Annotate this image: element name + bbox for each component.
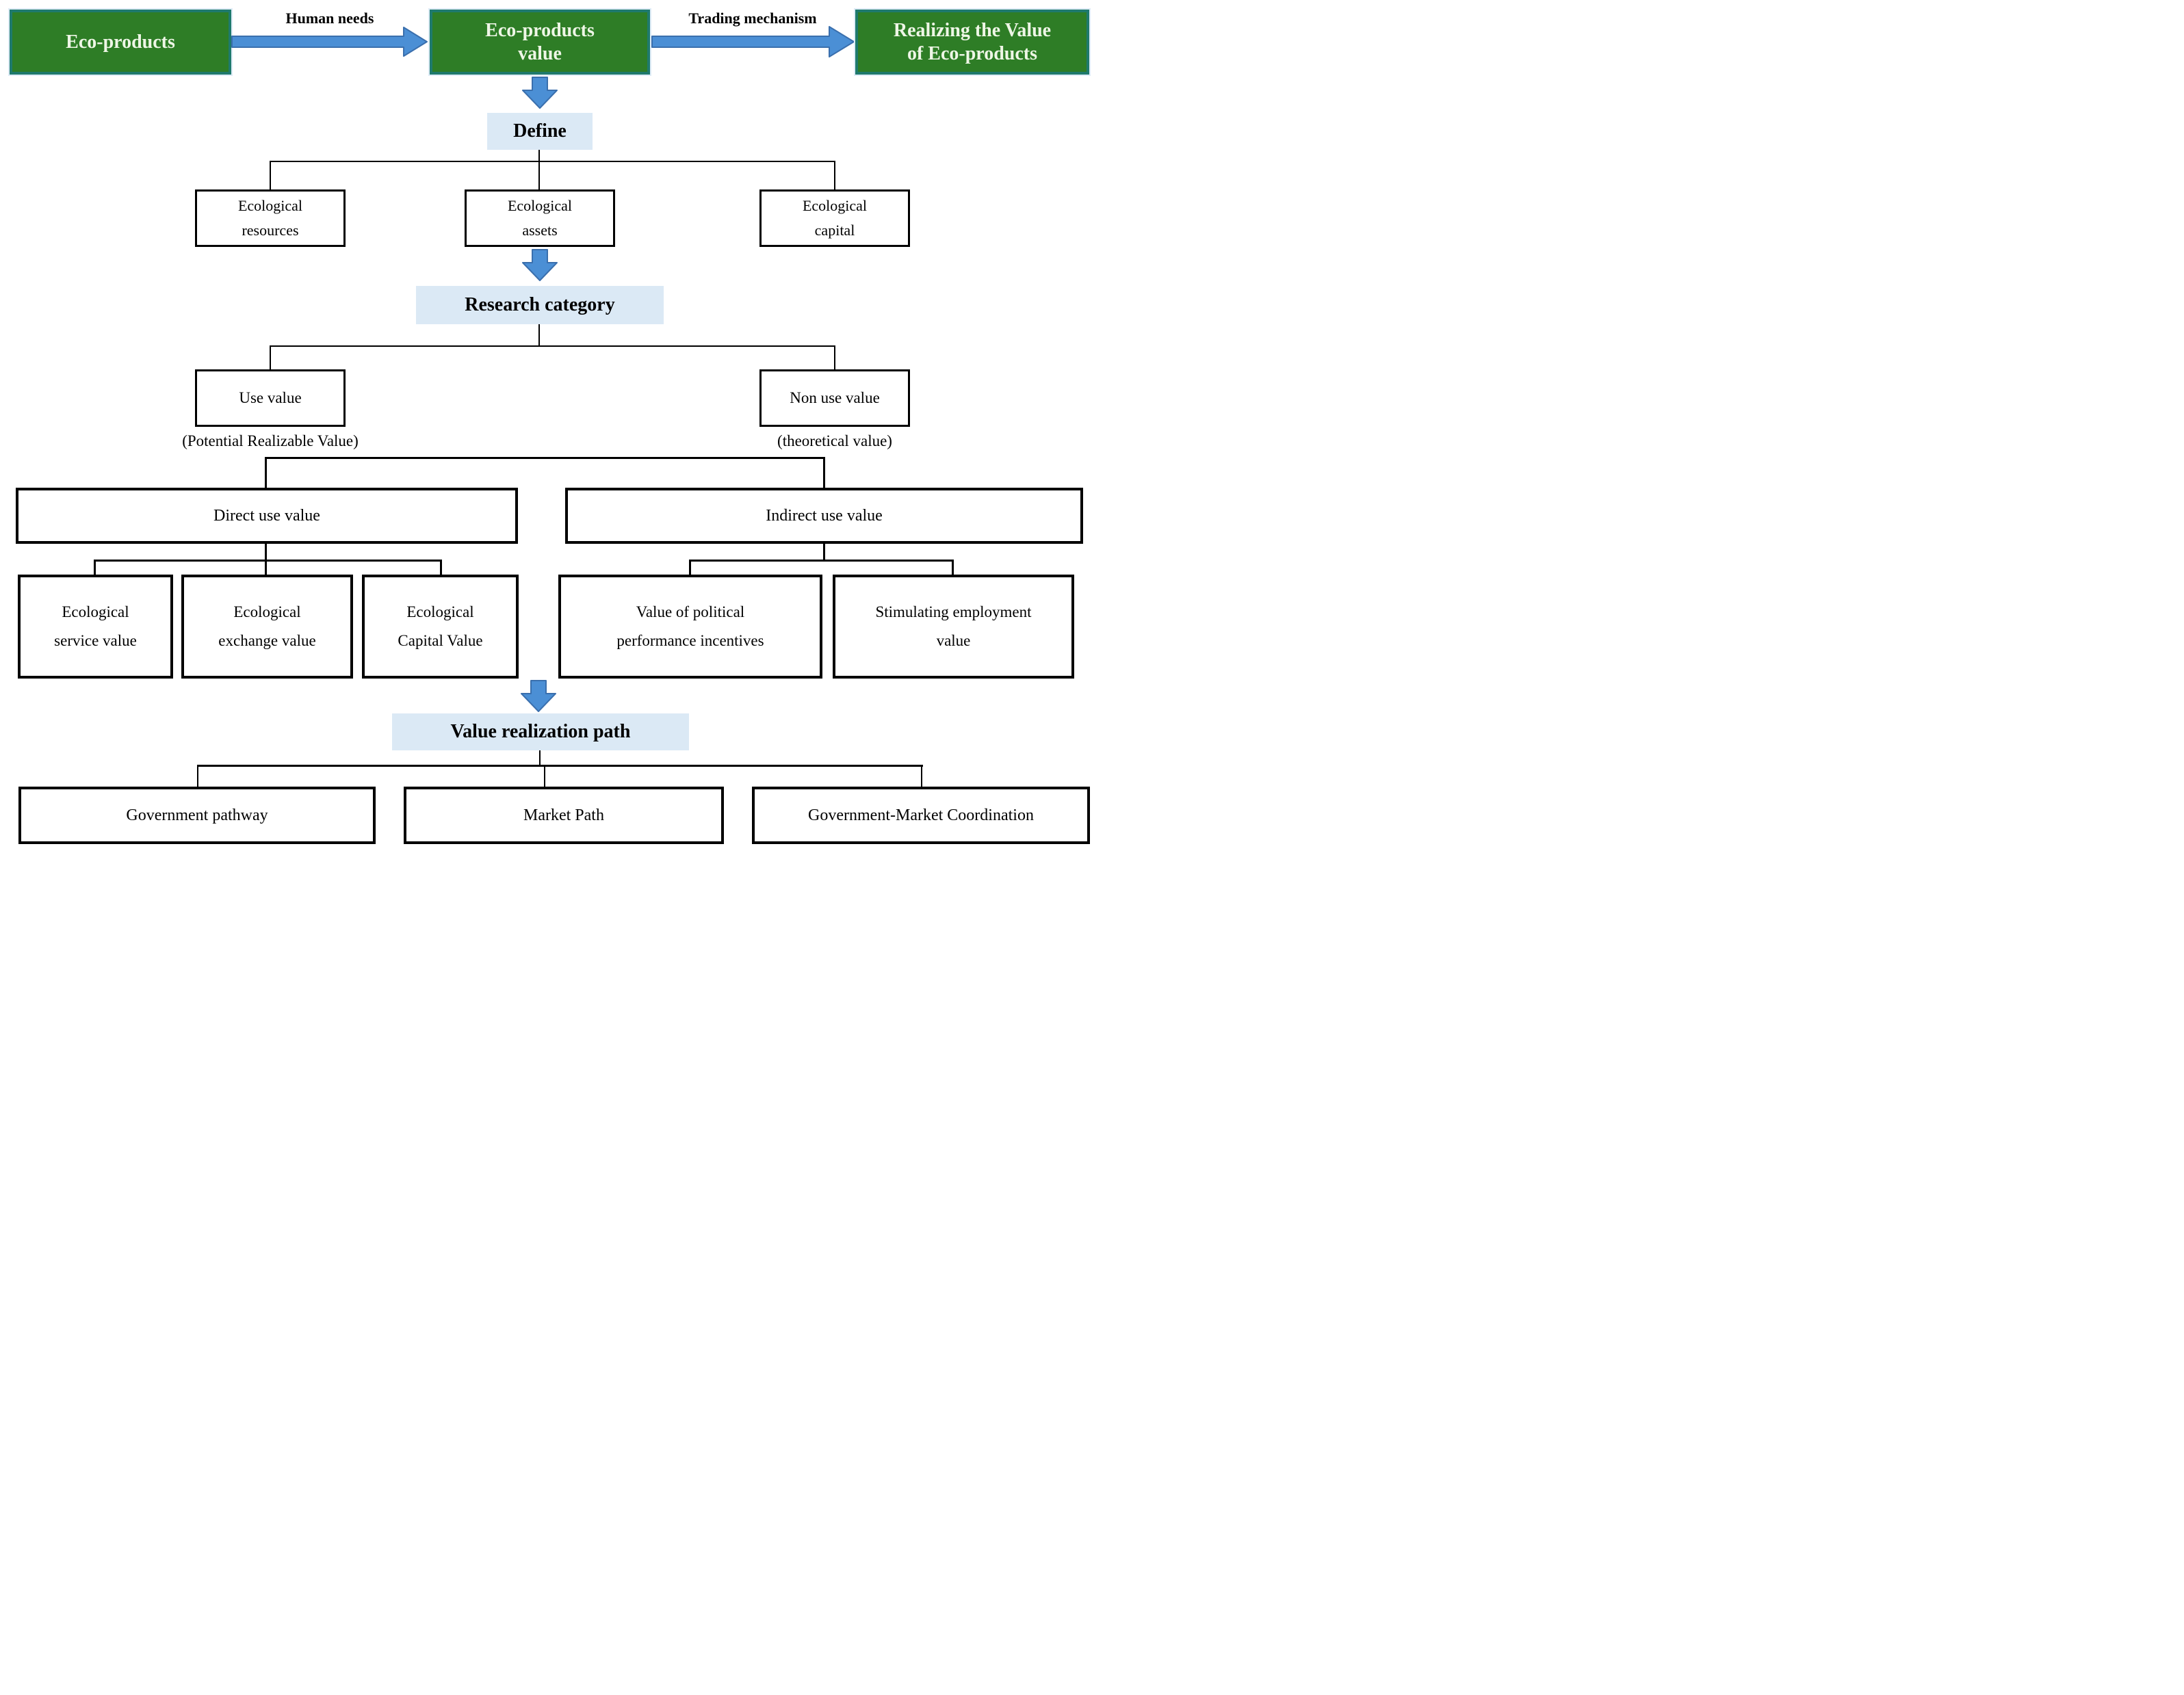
political-performance-value-box: Value of political performance incentive… [558, 575, 822, 679]
connector-line [952, 560, 954, 575]
connector-line [270, 345, 835, 347]
use-value-label: Use value [239, 389, 302, 406]
down-arrow-icon [521, 680, 556, 712]
connector-line [539, 750, 541, 766]
connector-line [265, 457, 825, 459]
research-category-stage-label: Research category [465, 294, 615, 315]
ecological-exchange-value-box: Ecological exchange value [181, 575, 353, 679]
flow-arrow-right-icon [651, 26, 855, 57]
connector-line [197, 765, 923, 767]
ecological-capital-value-box: Ecological Capital Value [362, 575, 519, 679]
eco-products-label: Eco-products [66, 31, 175, 53]
connector-line [270, 345, 271, 369]
connector-line [689, 560, 691, 575]
connector-line [689, 560, 954, 562]
political-performance-value-label: Value of political performance incentive… [616, 603, 764, 649]
human-needs-label: Human needs [285, 10, 374, 27]
connector-line [538, 150, 540, 162]
connector-line [270, 161, 271, 189]
ecological-resources-box: Ecological resources [195, 189, 346, 247]
non-use-value-label: Non use value [790, 389, 880, 406]
connector-line [94, 560, 96, 575]
direct-use-value-label: Direct use value [213, 507, 320, 525]
government-pathway-label: Government pathway [126, 806, 268, 824]
value-realization-path-stage-box: Value realization path [392, 713, 689, 750]
direct-use-value-box: Direct use value [16, 488, 518, 544]
market-path-box: Market Path [404, 787, 724, 844]
ecological-service-value-label: Ecological service value [54, 603, 137, 649]
use-value-caption: (Potential Realizable Value) [182, 432, 359, 449]
trading-mechanism-label: Trading mechanism [688, 10, 817, 27]
market-path-label: Market Path [523, 806, 604, 824]
connector-line [94, 560, 442, 562]
value-realization-path-stage-label: Value realization path [450, 721, 631, 742]
connector-line [265, 457, 267, 488]
indirect-use-value-box: Indirect use value [565, 488, 1083, 544]
connector-line [834, 345, 835, 369]
connector-line [265, 560, 267, 575]
realizing-value-box: Realizing the Value of Eco-products [855, 10, 1089, 75]
ecological-assets-box: Ecological assets [465, 189, 615, 247]
flowchart-canvas: Eco-products Human needs Eco-products va… [0, 0, 1092, 848]
define-stage-box: Define [487, 113, 593, 150]
connector-line [538, 324, 540, 347]
stimulating-employment-value-label: Stimulating employment value [875, 603, 1032, 649]
connector-line [197, 765, 198, 787]
connector-line [823, 544, 825, 562]
stimulating-employment-value-box: Stimulating employment value [833, 575, 1074, 679]
non-use-value-caption: (theoretical value) [777, 432, 892, 449]
connector-line [544, 765, 545, 787]
government-market-coordination-box: Government-Market Coordination [752, 787, 1090, 844]
government-pathway-box: Government pathway [18, 787, 376, 844]
connector-line [538, 161, 540, 189]
use-value-box: Use value [195, 369, 346, 427]
ecological-service-value-box: Ecological service value [18, 575, 173, 679]
define-stage-label: Define [513, 120, 567, 142]
connector-line [823, 457, 825, 488]
indirect-use-value-label: Indirect use value [766, 507, 883, 525]
eco-products-value-box: Eco-products value [430, 10, 650, 75]
connector-line [440, 560, 442, 575]
ecological-capital-value-label: Ecological Capital Value [398, 603, 483, 649]
ecological-resources-label: Ecological resources [237, 197, 303, 239]
ecological-capital-box: Ecological capital [759, 189, 910, 247]
connector-line [270, 161, 835, 162]
non-use-value-box: Non use value [759, 369, 910, 427]
connector-line [834, 161, 835, 189]
ecological-capital-label: Ecological capital [802, 197, 868, 239]
research-category-stage-box: Research category [416, 286, 664, 324]
ecological-assets-label: Ecological assets [507, 197, 573, 239]
eco-products-box: Eco-products [10, 10, 231, 75]
eco-products-value-label: Eco-products value [485, 19, 595, 64]
down-arrow-icon [522, 77, 558, 109]
ecological-exchange-value-label: Ecological exchange value [218, 603, 316, 649]
down-arrow-icon [522, 249, 558, 281]
government-market-coordination-label: Government-Market Coordination [808, 806, 1034, 824]
realizing-value-label: Realizing the Value of Eco-products [893, 19, 1052, 64]
connector-line [921, 765, 922, 787]
flow-arrow-right-icon [231, 27, 428, 57]
connector-line [265, 544, 267, 562]
